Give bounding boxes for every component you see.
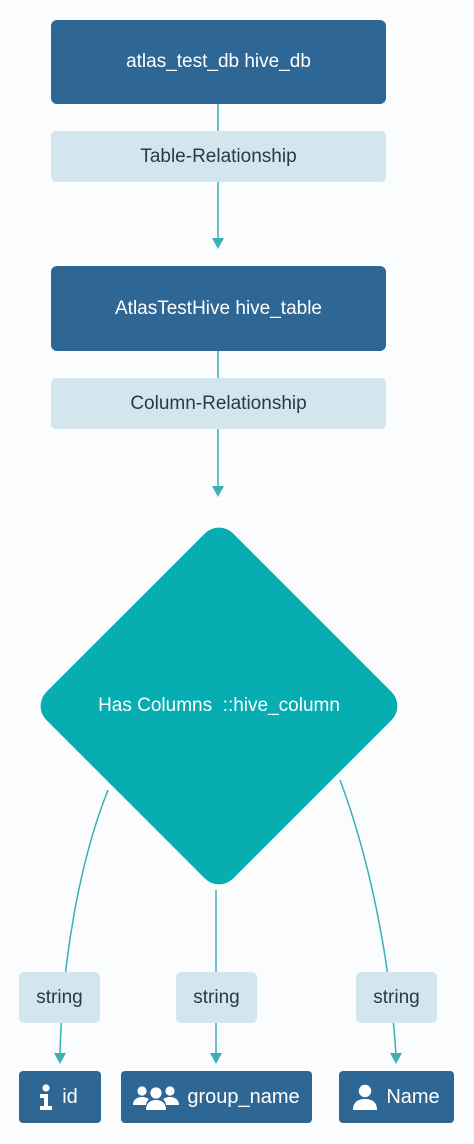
edge-label-table-relationship-text: Table-Relationship [140,145,297,167]
leaf-id-label: id [62,1085,78,1108]
leaf-id[interactable]: id [19,1071,101,1123]
user-icon [353,1084,378,1110]
edge-label-column-relationship: Column-Relationship [51,378,386,429]
arrowhead-columns [212,486,224,497]
leaf-name[interactable]: Name [339,1071,454,1123]
edge-label-string-name: string [356,972,437,1023]
leaf-group-name-label: group_name [187,1085,300,1108]
users-group-icon [133,1084,180,1110]
leaf-name-label: Name [386,1085,440,1108]
edge-label-string-group-name: string [176,972,257,1023]
arrowhead-group-name [210,1053,222,1064]
node-atlas-test-db[interactable]: atlas_test_db hive_db [51,20,386,104]
arrowhead-table [212,238,224,249]
info-icon [38,1084,54,1110]
leaf-group-name[interactable]: group_name [121,1071,312,1123]
edge-label-string-id: string [19,972,100,1023]
arrowhead-id [54,1053,66,1064]
node-has-columns[interactable]: Has Columns ::hive_column [32,519,406,893]
arrowhead-name [390,1053,402,1064]
node-atlas-test-hive-label: AtlasTestHive hive_table [115,297,322,319]
edge-label-table-relationship: Table-Relationship [51,131,386,182]
node-atlas-test-db-label: atlas_test_db hive_db [126,51,311,72]
edge-label-string-id-text: string [36,986,83,1008]
node-atlas-test-hive[interactable]: AtlasTestHive hive_table [51,266,386,351]
node-has-columns-label: Has Columns ::hive_column [98,695,340,716]
edge-label-string-name-text: string [373,986,420,1008]
edge-label-column-relationship-text: Column-Relationship [130,392,307,414]
edge-label-string-group-name-text: string [193,986,240,1008]
